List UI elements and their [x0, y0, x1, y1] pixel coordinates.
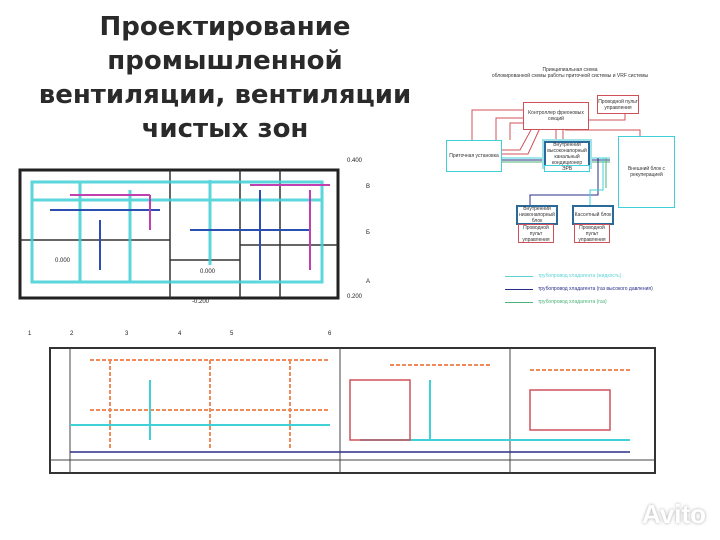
row-axis: Б	[366, 230, 370, 236]
level-mark: 0.000	[55, 258, 71, 264]
remote-left-box: Проводной пульт управления	[518, 224, 554, 243]
remote-top-box: Проводной пульт управления	[597, 95, 639, 114]
supply-unit-box: Приточная установка	[446, 140, 502, 172]
floor-plan-top: 0.400 0.200 0.000 0.000 -0.200 В Б А 1 2…	[18, 158, 370, 337]
legend-line-hp-gas	[505, 289, 533, 290]
legend-line-gas	[505, 302, 533, 303]
level-mark: 0.000	[200, 269, 216, 275]
column-axis: 2	[70, 331, 74, 337]
level-mark: 0.400	[347, 158, 363, 164]
column-axis: 6	[328, 331, 332, 337]
page-title: Проектирование промышленной вентиляции, …	[38, 12, 412, 144]
level-mark: -0.200	[192, 299, 210, 305]
avito-wordmark: Avito	[641, 499, 706, 529]
erv-box: ЭРВ	[544, 165, 590, 172]
column-axis: 3	[125, 331, 129, 337]
legend-liquid: трубопровод хладагента (жидкость)	[538, 273, 622, 279]
schema-title: Принципиальная схема	[542, 67, 598, 73]
remote-right-box: Проводной пульт управления	[574, 224, 610, 243]
floor-plan-bottom	[49, 347, 656, 474]
legend-hp-gas: трубопровод хладагента (газ высокого дав…	[538, 286, 653, 292]
outdoor-unit-box: Внешний блок с рекуперацией	[618, 136, 675, 208]
controller-box: Контроллер фреоновых секций	[523, 102, 589, 130]
cassette-unit-box: Кассетный блок	[572, 205, 614, 225]
column-axis: 1	[28, 331, 32, 337]
low-pressure-unit-box: Внутренний низконапорный блок	[516, 205, 558, 225]
schema-subtitle: облокированной схемы работы приточной си…	[491, 73, 649, 79]
level-mark: 0.200	[347, 294, 363, 300]
row-axis: А	[366, 279, 370, 285]
avito-logo: Avito	[612, 499, 706, 530]
ducted-unit-box: Внутренний высоконапорный канальный конд…	[542, 139, 592, 169]
row-axis: В	[366, 184, 370, 190]
avito-dots-icon	[613, 504, 636, 525]
legend-line-liquid	[505, 276, 533, 277]
column-axis: 5	[230, 331, 234, 337]
column-axis: 4	[178, 331, 182, 337]
legend-gas: трубопровод хладагента (газ)	[538, 299, 607, 305]
